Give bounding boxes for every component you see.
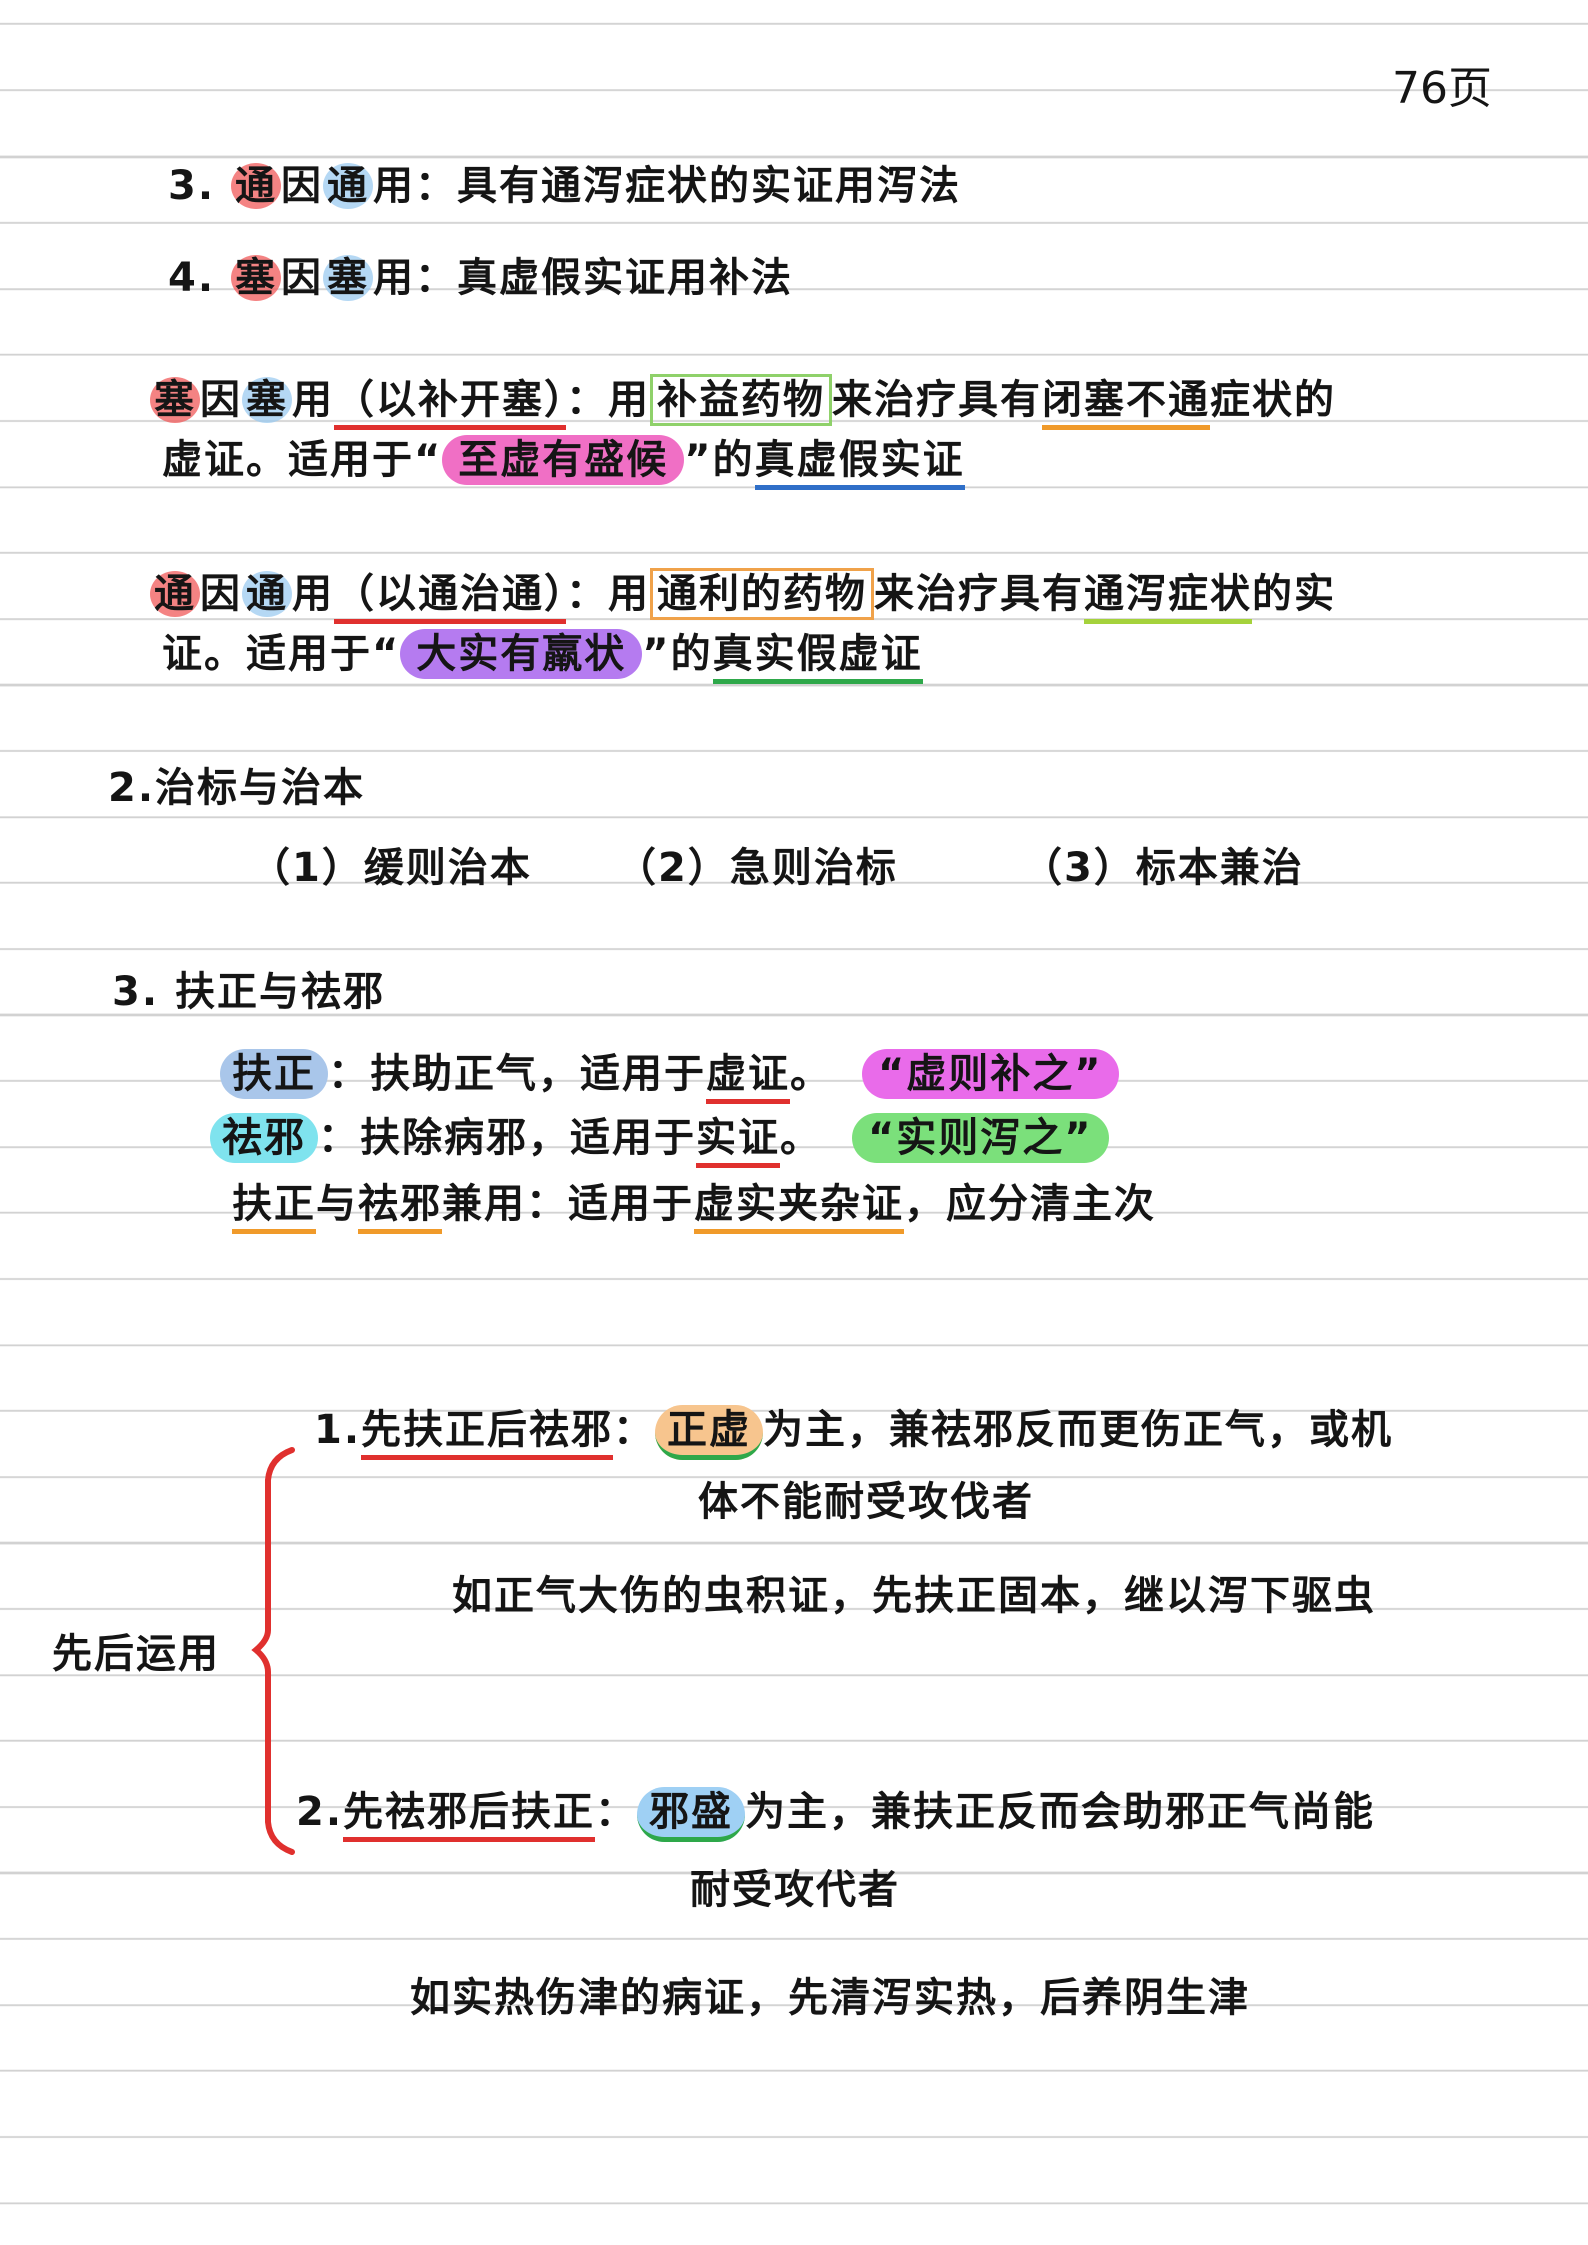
quxie-line: 祛邪：扶除病邪，适用于实证。 “实则泻之” <box>210 1110 1109 1168</box>
sequence-item-2: 2.先祛邪后扶正：邪盛为主，兼扶正反而会助邪正气尚能 <box>296 1784 1375 1842</box>
section-2-option-2: （2）急则治标 <box>616 845 898 891</box>
item-sai-yin-sai-yong: 4. 塞因塞用：真虚假实证用补法 <box>168 255 793 301</box>
combined-line: 扶正与祛邪兼用：适用于虚实夹杂证，应分清主次 <box>232 1176 1156 1234</box>
section-3-title: 3. 扶正与祛邪 <box>112 969 385 1015</box>
tong-paragraph-line-1: 通因通用（以通治通）：用通利的药物来治疗具有通泻症状的实 <box>150 566 1336 624</box>
sequence-item-1-line-2: 体不能耐受攻伐者 <box>698 1479 1034 1525</box>
sequence-item-2-line-2: 耐受攻代者 <box>690 1867 900 1913</box>
sai-paragraph-line-2: 虚证。适用于“至虚有盛候”的真虚假实证 <box>162 432 965 490</box>
fuzheng-line: 扶正：扶助正气，适用于虚证。 “虚则补之” <box>220 1046 1119 1104</box>
sequence-item-2-example: 如实热伤津的病证，先清泻实热，后养阴生津 <box>410 1975 1250 2021</box>
tong-paragraph-line-2: 证。适用于“大实有羸状”的真实假虚证 <box>162 626 923 684</box>
section-2-title: 2.治标与治本 <box>108 765 366 811</box>
sequence-item-1-example: 如正气大伤的虫积证，先扶正固本，继以泻下驱虫 <box>452 1573 1376 1619</box>
section-2-option-1: （1）缓则治本 <box>250 845 532 891</box>
page-number: 76页 <box>1392 63 1492 114</box>
sai-paragraph-line-1: 塞因塞用（以补开塞）：用补益药物来治疗具有闭塞不通症状的 <box>150 372 1336 430</box>
sequence-label: 先后运用 <box>52 1631 220 1677</box>
sequence-item-1: 1.先扶正后祛邪：正虚为主，兼祛邪反而更伤正气，或机 <box>314 1402 1393 1460</box>
item-tong-yin-tong-yong: 3. 通因通用：具有通泻症状的实证用泻法 <box>168 163 961 209</box>
section-2-option-3: （3）标本兼治 <box>1022 845 1304 891</box>
curly-brace-icon <box>251 1447 295 1855</box>
